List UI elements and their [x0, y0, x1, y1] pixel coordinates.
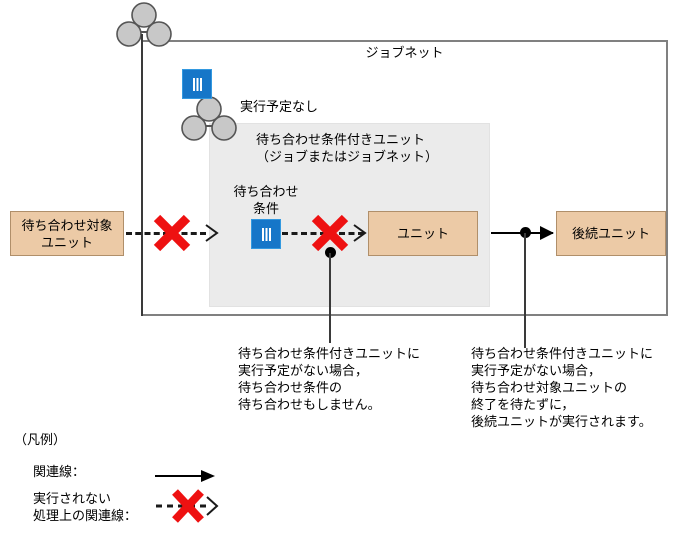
legend-title: （凡例）: [14, 432, 67, 447]
leader-dot-right: [520, 227, 531, 238]
legend-item-label-0: 関連線：: [33, 464, 86, 479]
arrowhead-filled-1: [540, 224, 556, 242]
wait-target-unit-box[interactable]: 待ち合わせ対象 ユニット: [10, 211, 124, 256]
legend-item-label-1: 実行されない 処理上の関連線：: [33, 491, 138, 523]
wait-condition-label: 待ち合わせ 条件: [233, 184, 299, 216]
red-x-mark-icon-1: [150, 211, 194, 255]
leader-line-right: [524, 233, 526, 348]
right-annotation: 待ち合わせ条件付きユニットに 実行予定がない場合， 待ち合わせ対象ユニットの 終…: [471, 346, 654, 429]
leader-dot-center: [325, 247, 336, 258]
conditional-unit-caption: 待ち合わせ条件付きユニット （ジョブまたはジョブネット）: [256, 132, 439, 164]
conditional-unit-jobnet-icon: [178, 96, 240, 142]
successor-unit-box[interactable]: 後続ユニット: [556, 211, 666, 256]
red-x-mark-icon-2: [308, 211, 352, 255]
unit-box[interactable]: ユニット: [368, 211, 478, 256]
jobnet-three-circles-icon: [113, 2, 175, 48]
dashed-connector-2: [282, 232, 364, 235]
center-annotation: 待ち合わせ条件付きユニットに 実行予定がない場合， 待ち合わせ条件の 待ち合わせ…: [238, 346, 421, 412]
arrowhead-open-1: [204, 222, 220, 244]
arrowhead-open-2: [352, 222, 368, 244]
no-schedule-label: 実行予定なし: [240, 99, 319, 114]
leader-line-center: [329, 253, 331, 343]
legend-dashed-arrow-with-x-symbol: [155, 489, 225, 528]
wait-condition-unit-icon: [251, 219, 281, 249]
jobnet-frame-left-stem: [141, 34, 143, 316]
legend-solid-arrow-symbol: [155, 469, 217, 488]
pause-bars-icon: [182, 69, 212, 99]
jobnet-frame-label: ジョブネット: [365, 45, 444, 60]
